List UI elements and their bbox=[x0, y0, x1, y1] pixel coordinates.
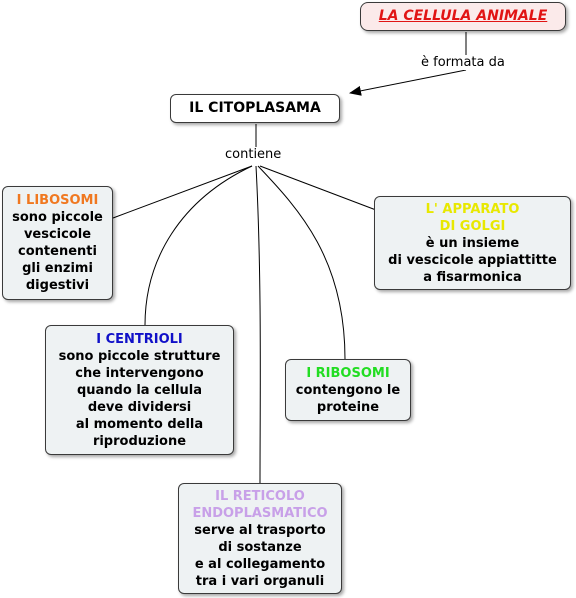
line-to-ribosomi bbox=[257, 165, 346, 360]
concept-libosomi[interactable]: I LIBOSOMI sono piccole vescicole conten… bbox=[2, 186, 113, 300]
line-to-reticolo bbox=[255, 165, 261, 484]
concept-centrioli[interactable]: I CENTRIOLI sono piccole strutture che i… bbox=[45, 325, 234, 455]
root-title: LA CELLULA ANIMALE bbox=[378, 8, 548, 24]
centrioli-text: sono piccole strutture che intervengono … bbox=[58, 348, 221, 449]
line-to-centrioli bbox=[144, 165, 253, 326]
concept-ribosomi[interactable]: I RIBOSOMI contengono le proteine bbox=[285, 359, 411, 421]
ribosomi-text: contengono le proteine bbox=[295, 382, 401, 415]
main-title: IL CITOPLASAMA bbox=[189, 100, 321, 116]
reticolo-text: serve al trasporto di sostanze e al coll… bbox=[194, 522, 326, 589]
concept-apparato-di-golgi[interactable]: L' APPARATO DI GOLGI è un insieme di ves… bbox=[374, 196, 571, 290]
arrow-to-citoplasma bbox=[349, 69, 467, 96]
libosomi-text: sono piccole vescicole contenenti gli en… bbox=[12, 210, 103, 293]
line-to-golgi bbox=[259, 165, 377, 211]
reticolo-title: IL RETICOLO ENDOPLASMATICO bbox=[192, 488, 328, 521]
golgi-text: è un insieme di vescicole appiattitte a … bbox=[388, 235, 557, 285]
golgi-title: L' APPARATO DI GOLGI bbox=[425, 201, 520, 234]
concept-reticolo-endoplasmatico[interactable]: IL RETICOLO ENDOPLASMATICO serve al tras… bbox=[178, 483, 342, 594]
libosomi-title: I LIBOSOMI bbox=[16, 193, 99, 208]
centrioli-title: I CENTRIOLI bbox=[96, 331, 183, 347]
line-to-libosomi bbox=[112, 165, 253, 219]
link-label-contiene: contiene bbox=[223, 147, 284, 162]
concept-il-citoplasama[interactable]: IL CITOPLASAMA bbox=[170, 94, 340, 123]
root-concept-la-cellula-animale[interactable]: LA CELLULA ANIMALE bbox=[360, 2, 566, 31]
link-label-formata-da: è formata da bbox=[419, 55, 507, 70]
ribosomi-title: I RIBOSOMI bbox=[306, 365, 390, 381]
